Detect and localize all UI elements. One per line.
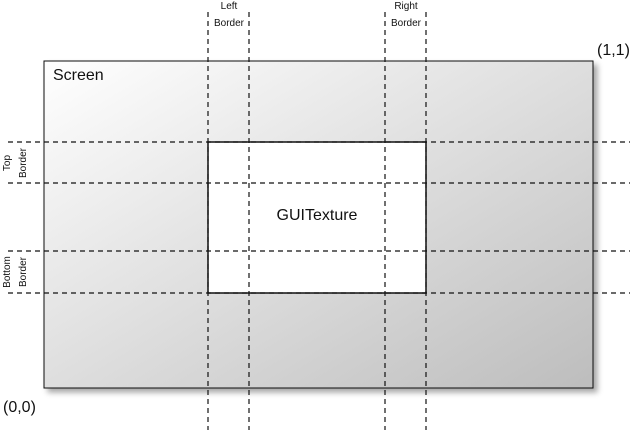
corner-top-right-label: (1,1)	[597, 42, 630, 59]
gui-texture-label: GUITexture	[277, 207, 358, 224]
corner-bottom-left-label: (0,0)	[3, 399, 36, 416]
right-border-label-line2: Border	[391, 18, 422, 29]
gui-texture-rect	[207, 141, 427, 294]
bottom-border-label-line1: Bottom	[2, 256, 13, 288]
top-border-label-line1: Top	[2, 155, 13, 172]
screen-label: Screen	[53, 67, 104, 84]
right-border-label-line1: Right	[394, 1, 418, 12]
left-border-label-line2: Border	[214, 18, 245, 29]
left-border-label-line1: Left	[221, 1, 238, 12]
top-border-label-line2: Border	[18, 147, 29, 178]
border-guides	[8, 12, 630, 430]
bottom-border-label-line2: Border	[18, 256, 29, 287]
